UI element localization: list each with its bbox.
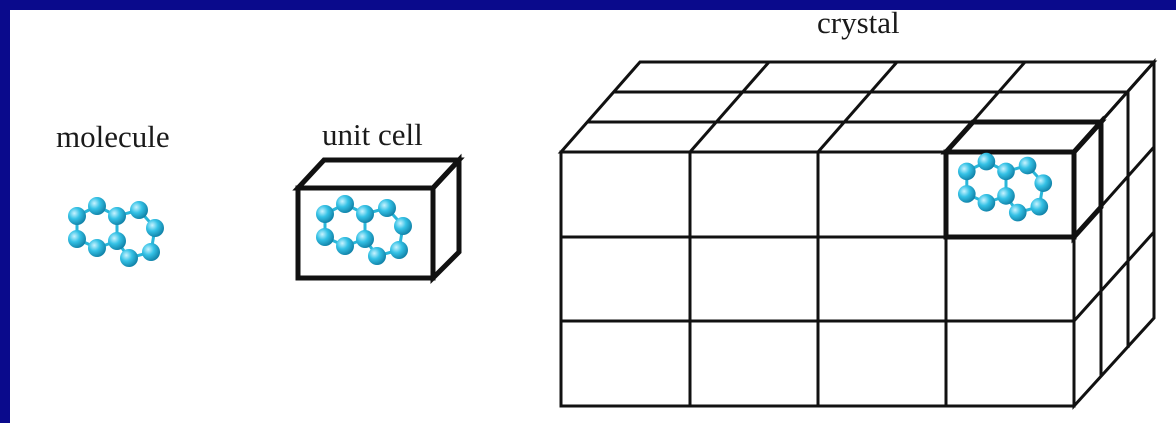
atom <box>88 197 106 215</box>
atom <box>142 243 160 261</box>
atom <box>368 247 386 265</box>
crystal-right-row-line <box>1072 230 1156 323</box>
atom <box>1034 174 1053 192</box>
atom <box>120 249 138 267</box>
molecule-label: molecule <box>56 119 170 154</box>
atom <box>1018 156 1037 175</box>
atom <box>997 187 1015 205</box>
atom <box>390 241 408 259</box>
atom <box>957 162 976 181</box>
atom <box>316 205 334 223</box>
atom <box>336 195 354 213</box>
atom <box>336 237 354 255</box>
atom <box>88 239 106 257</box>
unit-cell-label: unit cell <box>322 117 423 152</box>
molecule-standalone <box>68 197 164 267</box>
crystal-top-col-line <box>816 61 899 153</box>
atom <box>108 232 126 250</box>
molecule-in-unit-cell <box>316 195 412 265</box>
atom <box>1008 203 1027 222</box>
atom <box>957 185 976 203</box>
crystal-top-col-line <box>688 61 771 153</box>
atom <box>108 207 126 225</box>
crystal-highlighted-cell <box>940 115 1107 244</box>
atom <box>997 162 1015 181</box>
diagram-panel <box>10 10 1176 423</box>
crystal-right-face <box>1072 58 1156 410</box>
atom <box>68 207 86 225</box>
crystal-label: crystal <box>817 5 900 40</box>
atom <box>146 219 164 237</box>
atom <box>378 199 396 217</box>
atom <box>130 201 148 219</box>
molecule-in-crystal-cell <box>957 152 1053 222</box>
unit-cell-box <box>292 153 465 285</box>
atom <box>394 217 412 235</box>
atom <box>356 205 374 223</box>
atom <box>316 228 334 246</box>
atom <box>68 230 86 248</box>
atom <box>356 230 374 248</box>
atom <box>1030 197 1049 216</box>
atom <box>977 193 996 212</box>
crystal-block <box>557 58 1158 410</box>
atom <box>977 152 996 171</box>
